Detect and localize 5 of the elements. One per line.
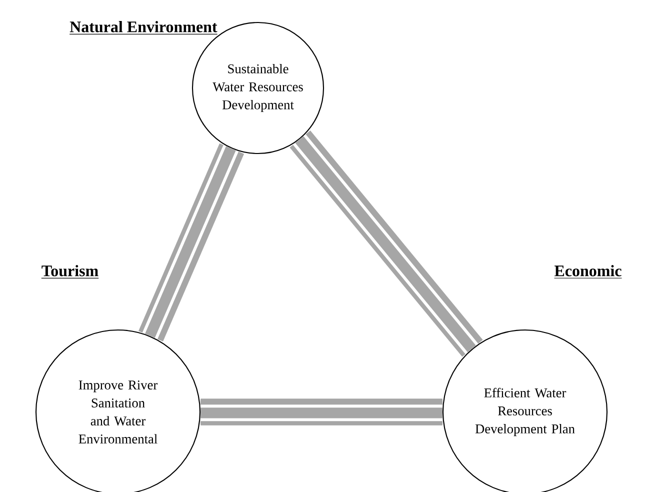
connector-band xyxy=(200,398,442,426)
connector-band xyxy=(290,130,483,357)
heading: Natural Environment xyxy=(69,21,218,34)
heading: Tourism xyxy=(41,265,99,278)
heading: Economic xyxy=(554,265,622,278)
